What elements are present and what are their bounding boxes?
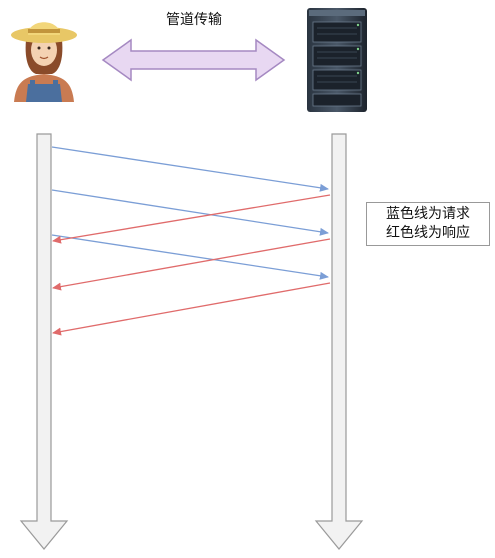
request-arrow <box>51 234 329 280</box>
legend-response: 红色线为响应 <box>386 225 470 241</box>
request-arrow <box>51 189 329 236</box>
request-arrow <box>51 146 329 192</box>
server-lifeline <box>314 133 364 550</box>
legend-request: 蓝色线为请求 <box>386 206 470 222</box>
response-arrow <box>52 194 331 244</box>
pipe-double-arrow <box>101 38 286 82</box>
pipe-label: 管道传输 <box>166 12 222 28</box>
server-rack-icon <box>307 8 367 112</box>
client-lifeline <box>19 133 69 550</box>
response-arrow <box>52 238 331 291</box>
farmer-person-icon <box>11 22 77 102</box>
legend-box: 蓝色线为请求 红色线为响应 <box>366 202 490 246</box>
response-arrow <box>52 282 331 336</box>
